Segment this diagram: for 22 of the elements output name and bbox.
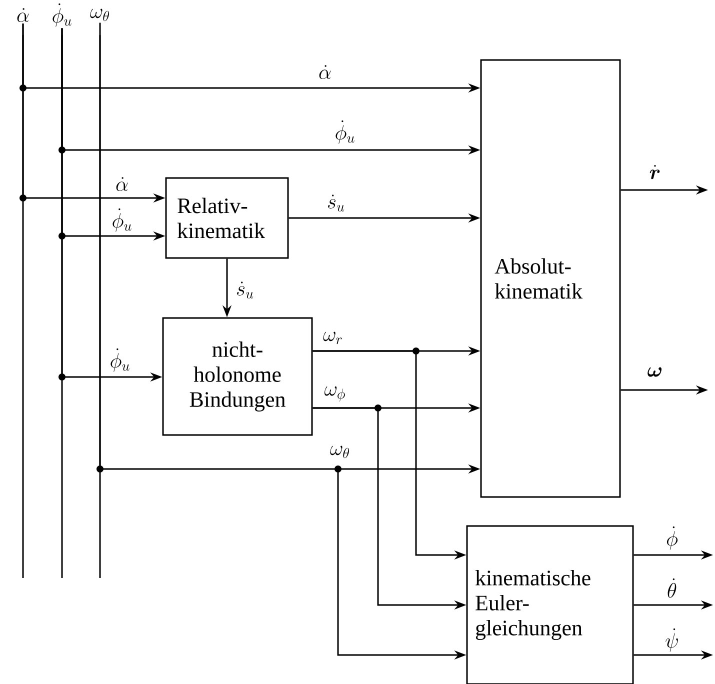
- edge-label: $\dot{\boldsymbol{r}}$: [650, 165, 660, 180]
- edge-label: $\omega_r$: [323, 332, 342, 344]
- edge-label: $\dot{\phi}_u$: [112, 208, 132, 232]
- edge-label: $\dot{s}_u$: [328, 194, 344, 212]
- edge-label: $\dot{\phi}_u$: [336, 120, 354, 144]
- edge-label: $\boldsymbol{\omega}$: [648, 367, 662, 377]
- signal-label: $\dot{\alpha}$: [17, 8, 29, 22]
- edge-label: $\dot{\theta}$: [668, 578, 676, 598]
- edge-label: $\dot{\phi}_u$: [110, 348, 130, 372]
- signal-label: $\dot{\phi}_u$: [52, 3, 72, 27]
- edge-label: $\dot{\alpha}$: [116, 177, 128, 191]
- signal-label: $\omega_\theta$: [90, 8, 109, 22]
- edge-label: $\omega_\theta$: [330, 446, 349, 458]
- block-box: Relativ- kinematik: [165, 177, 289, 259]
- edge-label: $\dot{s}_u$: [237, 282, 254, 298]
- block-box: kinematische Euler- gleichungen: [466, 525, 634, 684]
- edge-label: $\dot{\alpha}$: [319, 65, 331, 79]
- edge-label: $\dot{\psi}$: [666, 628, 678, 652]
- edge-label: $\dot{\phi}$: [666, 526, 678, 550]
- block-box: nicht- holonome Bindungen: [162, 317, 313, 436]
- block-box: Absolut- kinematik: [480, 59, 621, 498]
- edge-label: $\omega_\phi$: [324, 386, 345, 402]
